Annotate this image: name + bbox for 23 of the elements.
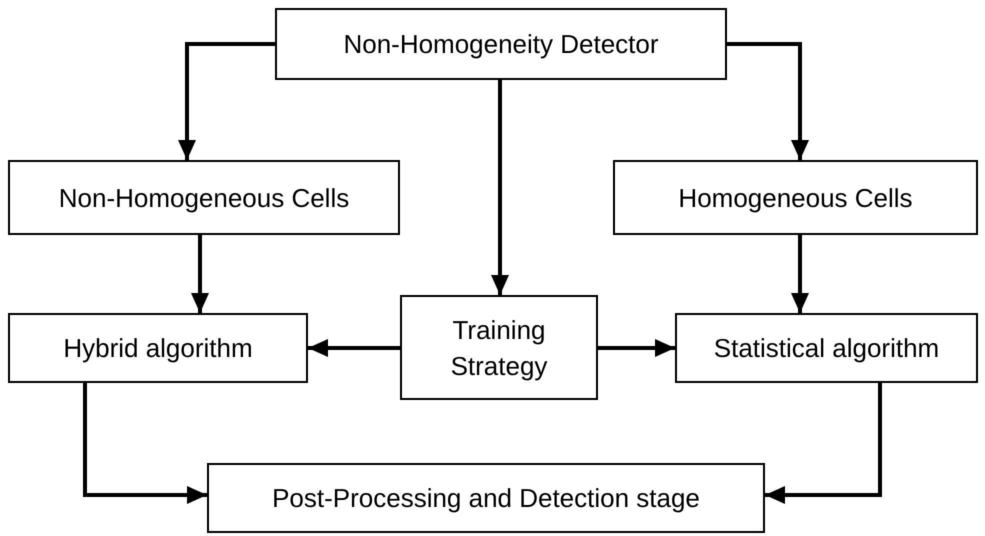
- arrow: [191, 235, 209, 313]
- process-box: [275, 8, 727, 80]
- arrow: [83, 383, 207, 504]
- box-label: Non-Homogeneous Cells: [58, 182, 350, 214]
- process-box: [613, 160, 978, 235]
- process-box: [675, 313, 978, 383]
- box-label: Hybrid algorithm: [63, 332, 253, 365]
- arrow: [765, 383, 882, 504]
- process-box: [207, 463, 765, 533]
- box-label: Training Strategy: [450, 314, 548, 382]
- box-label: Post-Processing and Detection stage: [272, 482, 700, 515]
- arrow: [791, 235, 809, 313]
- box-label: Statistical algorithm: [714, 332, 940, 365]
- arrow: [727, 42, 809, 160]
- box-label: Non-Homogeneity Detector: [343, 28, 659, 61]
- arrow: [178, 42, 275, 160]
- process-box: [8, 313, 308, 383]
- arrow: [491, 80, 509, 295]
- arrow: [598, 339, 675, 357]
- process-box: [400, 295, 598, 400]
- arrow: [308, 339, 400, 357]
- process-box: [8, 160, 400, 235]
- box-label: Homogeneous Cells: [678, 182, 913, 214]
